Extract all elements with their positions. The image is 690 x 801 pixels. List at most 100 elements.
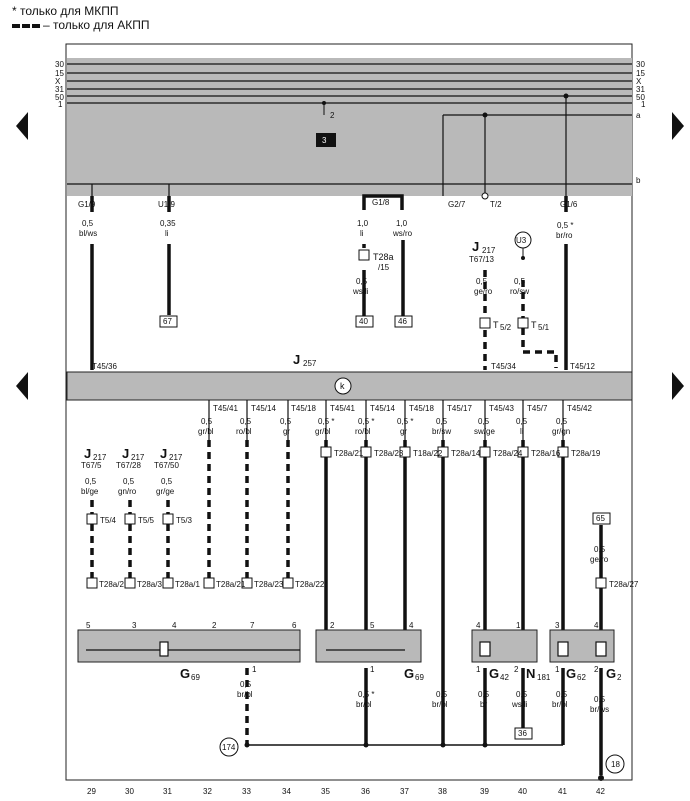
g42-name: G [489, 666, 499, 681]
j217-a-pin: T67/5 [81, 461, 102, 470]
t52-sub: 5/2 [500, 323, 512, 332]
g62-name: G [566, 666, 576, 681]
pin-6: 6 [292, 621, 297, 630]
j217-b-name: J [122, 446, 129, 461]
nav-next-top-arrow[interactable] [672, 112, 684, 140]
wl3-size: 0,5 [478, 690, 490, 699]
relay-label: 2 [330, 111, 335, 120]
w1-size: 0,5 [82, 219, 94, 228]
nav-prev-top-arrow[interactable] [16, 112, 28, 140]
bus-label-1l: 1 [58, 100, 63, 109]
fuse-block [316, 133, 336, 147]
nav-next-bottom-arrow[interactable] [672, 372, 684, 400]
j217-c-color: gr/ge [156, 487, 175, 496]
wb9-size: 0,5 [556, 417, 568, 426]
g69a-name: G [180, 666, 190, 681]
j217-b-color: gn/ro [118, 487, 137, 496]
conn-g27: G2/7 [448, 200, 466, 209]
fuse-block-label: 3 [322, 136, 327, 145]
wb4-color: ro/bl [355, 427, 371, 436]
wb9-color: gr/gn [552, 427, 570, 436]
pin-t4512: T45/12 [570, 362, 595, 371]
j217-c-name: J [160, 446, 167, 461]
pin-5: 5 [86, 621, 91, 630]
bus-label-30l: 30 [55, 60, 64, 69]
conn-t2: T/2 [490, 200, 502, 209]
pin-b5: T45/18 [409, 404, 434, 413]
wl5-color: br/bl [552, 700, 568, 709]
conn-low-2: T28a/1 [175, 580, 200, 589]
pin-2d: 2 [594, 665, 599, 674]
wb5-color: gr [400, 427, 407, 436]
bus-label-xr: X [636, 77, 642, 86]
col-31: 31 [163, 787, 172, 796]
col-29: 29 [87, 787, 96, 796]
ref-40 [355, 315, 374, 328]
g42-sub: 42 [500, 673, 509, 682]
conn-u19: U1/9 [158, 200, 175, 209]
bus-label-1r: 1 [641, 100, 646, 109]
wl2-color: br/bl [432, 700, 448, 709]
conn-t55: T5/5 [138, 516, 155, 525]
ground-18 [605, 754, 625, 774]
pin-b9: T45/42 [567, 404, 592, 413]
w8-size: 0,5 [514, 277, 526, 286]
pin-4a: 4 [172, 621, 177, 630]
w5-size: 0,5 * [557, 221, 573, 230]
pin-b6: T45/17 [447, 404, 472, 413]
wb7-color: sw/ge [474, 427, 495, 436]
pin-1c: 1 [516, 621, 521, 630]
ref-40-label: 40 [359, 317, 368, 326]
wl6-size: 0,5 [594, 695, 606, 704]
t51-sub: 5/1 [538, 323, 550, 332]
pin-t4536: T45/36 [92, 362, 117, 371]
bus-label-30r: 30 [636, 60, 645, 69]
wl4-color: ws/li [511, 700, 528, 709]
j217-a-color: bl/ge [81, 487, 99, 496]
col-36: 36 [361, 787, 370, 796]
w3-size: 1,0 [357, 219, 369, 228]
wl5-size: 0,5 [556, 690, 568, 699]
j217-c-pin: T67/50 [154, 461, 179, 470]
pin-1b: 1 [370, 665, 375, 674]
wl6-color: br/ws [590, 705, 609, 714]
pin-b2: T45/18 [291, 404, 316, 413]
wl1-color: br/bl [356, 700, 372, 709]
wb2-size: 0,5 [280, 417, 292, 426]
sensor-g69-b [315, 629, 422, 663]
module-sub: 257 [303, 359, 317, 368]
w6-color: ws/li [352, 287, 369, 296]
wl0-color: br/bl [237, 690, 253, 699]
conn-t52-symbol [479, 317, 491, 329]
bus-label-xl: X [55, 77, 61, 86]
g2w-size: 0,5 [594, 545, 606, 554]
conn-mid-1: T28a/23 [374, 449, 404, 458]
j217-top-pin: T67/13 [469, 255, 494, 264]
j217-a-sub: 217 [93, 453, 107, 462]
col-38: 38 [438, 787, 447, 796]
wl1-size: 0,5 * [358, 690, 374, 699]
g2-name: G [606, 666, 616, 681]
w4-color: ws/ro [392, 229, 413, 238]
col-37: 37 [400, 787, 409, 796]
g69b-name: G [404, 666, 414, 681]
wl0-size: 0,5 [240, 680, 252, 689]
conn-t28a15-symbol [358, 249, 370, 261]
conn-low-0: T28a/2 [99, 580, 124, 589]
bus-label-50l: 50 [55, 93, 64, 102]
t28a15-sub: /15 [378, 263, 390, 272]
pin-b3: T45/41 [330, 404, 355, 413]
module-name: J [293, 352, 300, 367]
wb6-color: br/sw [432, 427, 451, 436]
pin-7: 7 [250, 621, 255, 630]
g62-sub: 62 [577, 673, 586, 682]
w8-color: ro/sw [510, 287, 529, 296]
wb0-size: 0,5 [201, 417, 213, 426]
nav-prev-bottom-arrow[interactable] [16, 372, 28, 400]
pin-b8: T45/7 [527, 404, 548, 413]
pin-5b: 5 [370, 621, 375, 630]
ref-67-label: 67 [163, 317, 172, 326]
wb1-size: 0,5 [240, 417, 252, 426]
wb8-color: li [520, 427, 524, 436]
g2w-color: ge/ro [590, 555, 609, 564]
